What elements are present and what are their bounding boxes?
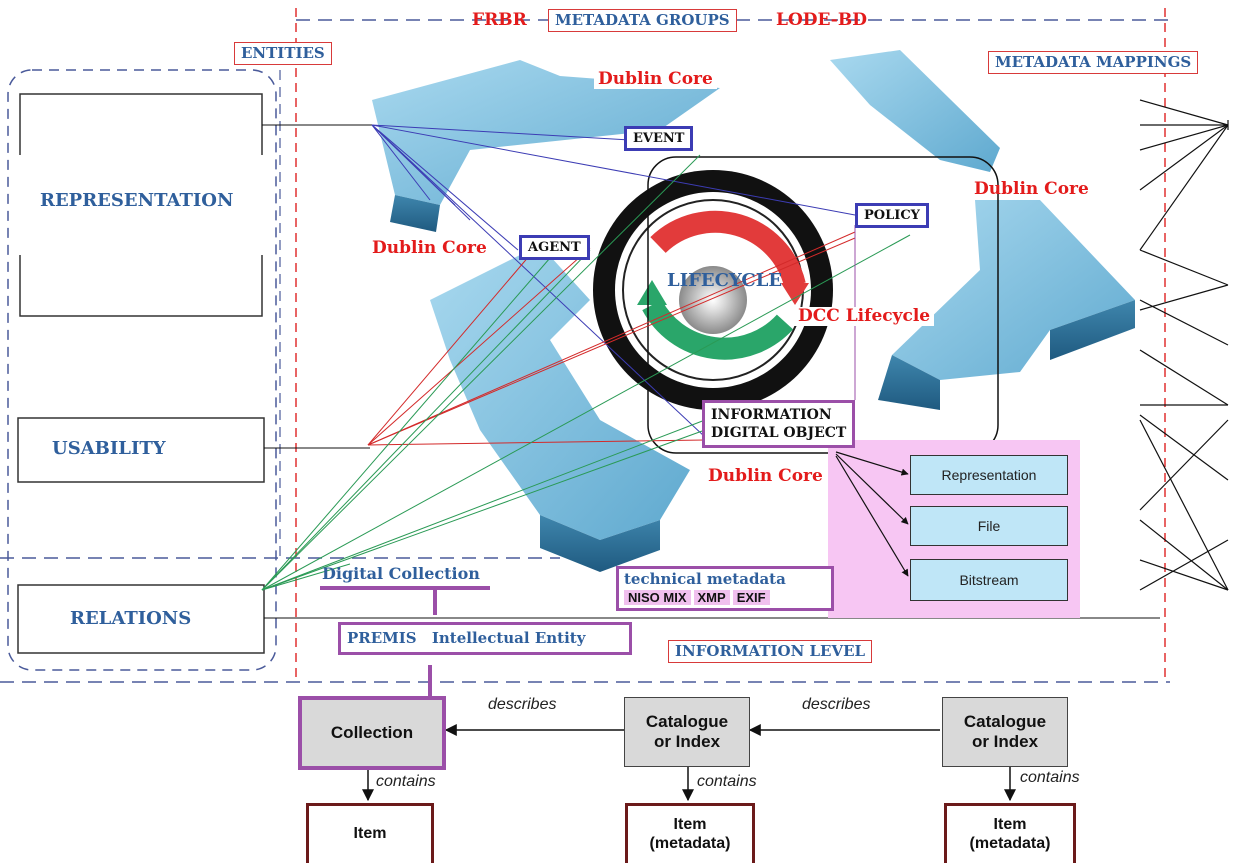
arrow-shapes: [372, 50, 1135, 572]
contains-label-3: contains: [1020, 769, 1080, 786]
information-level-label: INFORMATION LEVEL: [668, 640, 873, 663]
metadata-mappings-label: METADATA MAPPINGS: [988, 51, 1199, 74]
catalogue-box-1: Catalogue or Index: [624, 697, 750, 767]
entity-relations: RELATIONS: [70, 608, 192, 629]
entity-boxes: [17, 93, 265, 654]
item-box-2: Item (metadata): [625, 803, 755, 863]
structure-representation: Representation: [910, 455, 1068, 495]
mapping-zigzag: [1139, 99, 1229, 591]
structure-bitstream: Bitstream: [910, 559, 1068, 601]
info-object-line2: DIGITAL OBJECT: [711, 425, 847, 442]
describes-label-1: describes: [488, 696, 557, 713]
item-box-3: Item (metadata): [944, 803, 1076, 863]
dcc-lifecycle-label: DCC Lifecycle: [794, 307, 935, 326]
flow-arrows: [362, 724, 1016, 802]
item-3-line2: (metadata): [969, 834, 1051, 852]
entities-label: ENTITIES: [234, 42, 332, 65]
dublin-core-left: Dublin Core: [372, 238, 487, 258]
dublin-core-right: Dublin Core: [974, 179, 1089, 199]
structure-file: File: [910, 506, 1068, 546]
lifecycle-clock: [593, 170, 833, 410]
structure-arrows: [835, 451, 909, 577]
frame-lines: [0, 8, 1170, 683]
tag-xmp: XMP: [693, 590, 730, 605]
info-object-line1: INFORMATION: [711, 407, 832, 423]
digital-collection-label: Digital Collection: [322, 564, 480, 583]
technical-metadata-box: technical metadata NISO MIX XMP EXIF: [616, 566, 834, 611]
lode-bd-label: LODE-BD: [776, 10, 867, 30]
dublin-core-bottom: Dublin Core: [704, 467, 827, 486]
item-2-line1: Item: [673, 816, 707, 834]
entities-panel: [7, 69, 277, 671]
node-agent: AGENT: [519, 235, 590, 260]
collection-box: Collection: [298, 696, 446, 770]
catalogue-1-line2: or Index: [653, 732, 721, 751]
contains-label-1: contains: [376, 773, 436, 790]
contains-label-2: contains: [697, 773, 757, 790]
describes-label-2: describes: [802, 696, 871, 713]
item-box-1: Item: [306, 803, 434, 863]
catalogue-1-line1: Catalogue: [645, 711, 729, 731]
technical-metadata-label: technical metadata: [624, 570, 786, 588]
tag-exif: EXIF: [732, 590, 770, 605]
node-information-digital-object: INFORMATION DIGITAL OBJECT: [702, 400, 856, 449]
lifecycle-frame: [647, 156, 999, 454]
node-policy: POLICY: [855, 203, 929, 228]
entity-usability: USABILITY: [52, 438, 166, 459]
lifecycle-label: LIFECYCLE: [667, 270, 783, 291]
premis-box: PREMIS Intellectual Entity: [338, 622, 632, 655]
catalogue-2-line1: Catalogue: [963, 711, 1047, 731]
dublin-core-top: Dublin Core: [594, 70, 717, 89]
catalogue-box-2: Catalogue or Index: [942, 697, 1068, 767]
tag-niso-mix: NISO MIX: [624, 590, 691, 605]
entity-representation: REPRESENTATION: [40, 190, 234, 211]
frbr-label: FRBR: [472, 10, 527, 30]
node-event: EVENT: [624, 126, 694, 151]
collection-connectors: [320, 586, 490, 700]
metadata-groups-label: METADATA GROUPS: [548, 9, 737, 32]
item-3-line1: Item: [993, 816, 1027, 834]
item-2-line2: (metadata): [649, 834, 731, 852]
premis-label: PREMIS: [347, 629, 417, 647]
intellectual-entity-label: Intellectual Entity: [431, 629, 586, 647]
catalogue-2-line2: or Index: [971, 732, 1039, 751]
